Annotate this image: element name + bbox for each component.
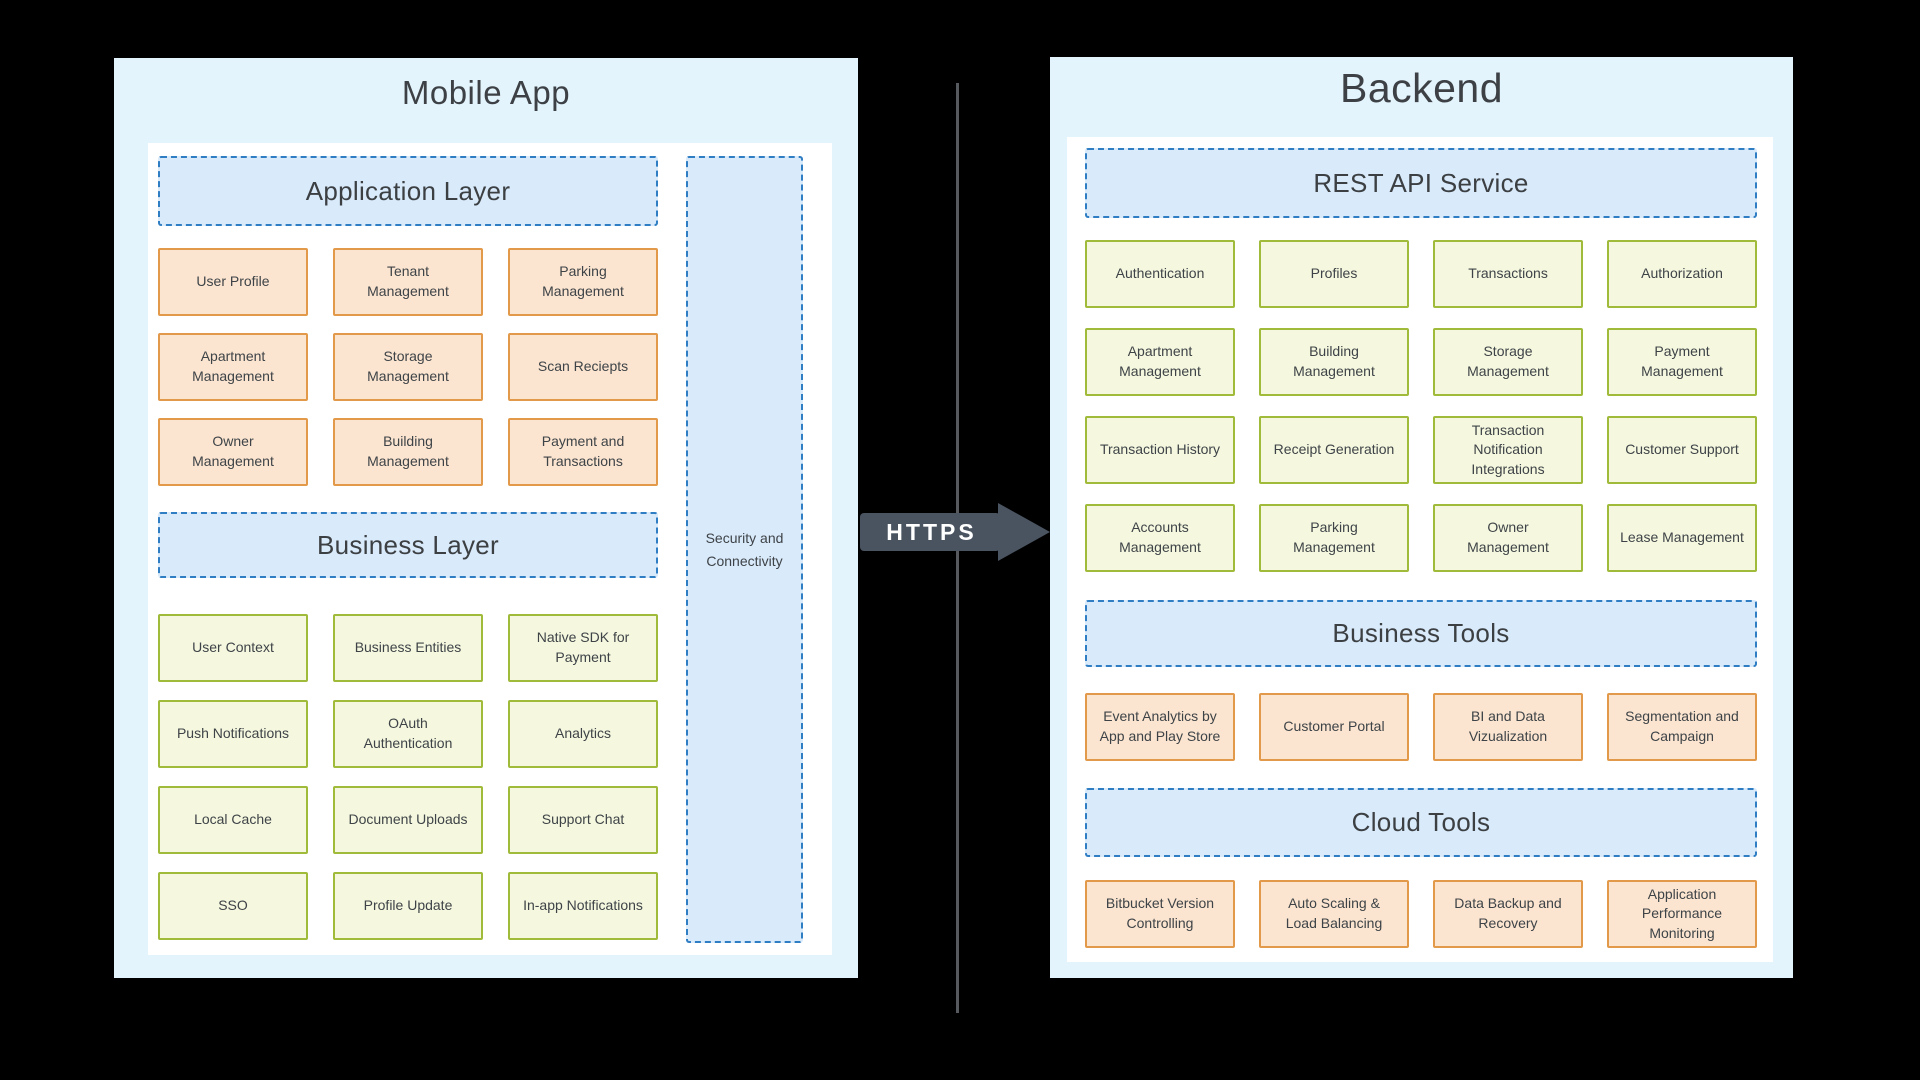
- box-profile-update: Profile Update: [333, 872, 483, 940]
- box-native-sdk-for-payment: Native SDK for Payment: [508, 614, 658, 682]
- section-header-cloud-tools: Cloud Tools: [1085, 788, 1757, 857]
- box-support-chat: Support Chat: [508, 786, 658, 854]
- box-application-performance-monitoring: Application Performance Monitoring: [1607, 880, 1757, 948]
- box-profiles: Profiles: [1259, 240, 1409, 308]
- https-arrow: HTTPS: [860, 503, 1050, 561]
- business-tools-modules: Event Analytics by App and Play Store Cu…: [1085, 693, 1757, 761]
- box-authorization: Authorization: [1607, 240, 1757, 308]
- box-analytics: Analytics: [508, 700, 658, 768]
- box-building-management: Building Management: [333, 418, 483, 486]
- box-storage-management: Storage Management: [333, 333, 483, 401]
- box-transaction-history: Transaction History: [1085, 416, 1235, 484]
- backend-panel: Backend REST API Service Authentication …: [1050, 57, 1793, 978]
- box-event-analytics: Event Analytics by App and Play Store: [1085, 693, 1235, 761]
- box-lease-management: Lease Management: [1607, 504, 1757, 572]
- box-owner-management-backend: Owner Management: [1433, 504, 1583, 572]
- box-building-management-backend: Building Management: [1259, 328, 1409, 396]
- box-document-uploads: Document Uploads: [333, 786, 483, 854]
- box-payment-and-transactions: Payment and Transactions: [508, 418, 658, 486]
- application-layer-modules: User Profile Tenant Management Parking M…: [158, 248, 658, 486]
- business-layer-modules: User Context Business Entities Native SD…: [158, 614, 658, 940]
- box-push-notifications: Push Notifications: [158, 700, 308, 768]
- box-apartment-management-backend: Apartment Management: [1085, 328, 1235, 396]
- box-storage-management-backend: Storage Management: [1433, 328, 1583, 396]
- mobile-app-panel: Mobile App Application Layer User Profil…: [114, 58, 858, 978]
- box-customer-support: Customer Support: [1607, 416, 1757, 484]
- box-accounts-management: Accounts Management: [1085, 504, 1235, 572]
- box-parking-management-backend: Parking Management: [1259, 504, 1409, 572]
- backend-title: Backend: [1339, 65, 1504, 111]
- security-and-connectivity-label: Security and Connectivity: [705, 530, 784, 569]
- backend-body: REST API Service Authentication Profiles…: [1067, 137, 1773, 962]
- box-in-app-notifications: In-app Notifications: [508, 872, 658, 940]
- section-header-rest-api-service: REST API Service: [1085, 148, 1757, 218]
- arrow-head-icon: [998, 503, 1050, 561]
- box-scan-reciepts: Scan Reciepts: [508, 333, 658, 401]
- box-authentication: Authentication: [1085, 240, 1235, 308]
- security-and-connectivity-box: Security and Connectivity: [686, 156, 803, 943]
- box-transaction-notification-integrations: Transaction Notification Integrations: [1433, 416, 1583, 484]
- box-transactions: Transactions: [1433, 240, 1583, 308]
- section-header-business-layer: Business Layer: [158, 512, 658, 578]
- mobile-app-body: Application Layer User Profile Tenant Ma…: [148, 143, 832, 955]
- box-user-context: User Context: [158, 614, 308, 682]
- box-owner-management: Owner Management: [158, 418, 308, 486]
- section-header-business-tools: Business Tools: [1085, 600, 1757, 667]
- cloud-tools-modules: Bitbucket Version Controlling Auto Scali…: [1085, 880, 1757, 948]
- box-payment-management: Payment Management: [1607, 328, 1757, 396]
- https-arrow-body: HTTPS: [860, 513, 1000, 551]
- box-bi-and-data-vizualization: BI and Data Vizualization: [1433, 693, 1583, 761]
- mobile-app-title: Mobile App: [401, 74, 571, 111]
- section-header-application-layer: Application Layer: [158, 156, 658, 226]
- box-data-backup-and-recovery: Data Backup and Recovery: [1433, 880, 1583, 948]
- box-local-cache: Local Cache: [158, 786, 308, 854]
- box-customer-portal: Customer Portal: [1259, 693, 1409, 761]
- box-business-entities: Business Entities: [333, 614, 483, 682]
- mobile-app-main-column: Application Layer User Profile Tenant Ma…: [158, 156, 658, 943]
- box-auto-scaling-load-balancing: Auto Scaling & Load Balancing: [1259, 880, 1409, 948]
- https-label: HTTPS: [886, 518, 977, 545]
- box-parking-management: Parking Management: [508, 248, 658, 316]
- box-user-profile: User Profile: [158, 248, 308, 316]
- box-receipt-generation: Receipt Generation: [1259, 416, 1409, 484]
- box-tenant-management: Tenant Management: [333, 248, 483, 316]
- box-sso: SSO: [158, 872, 308, 940]
- box-apartment-management: Apartment Management: [158, 333, 308, 401]
- box-segmentation-and-campaign: Segmentation and Campaign: [1607, 693, 1757, 761]
- box-oauth-authentication: OAuth Authentication: [333, 700, 483, 768]
- box-bitbucket-version-controlling: Bitbucket Version Controlling: [1085, 880, 1235, 948]
- rest-api-modules: Authentication Profiles Transactions Aut…: [1085, 240, 1757, 572]
